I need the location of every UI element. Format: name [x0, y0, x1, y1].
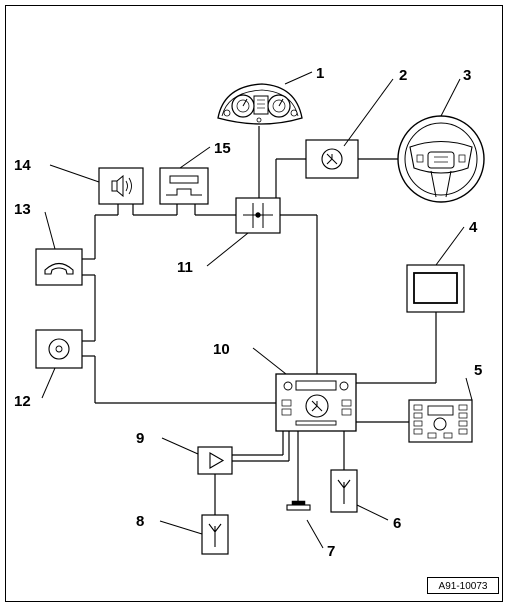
frame-border [5, 5, 503, 602]
callout-3: 3 [463, 67, 471, 84]
callout-4: 4 [469, 219, 478, 236]
radio-head-unit [275, 373, 357, 432]
amplifier [197, 446, 233, 475]
antenna-module-6 [330, 469, 358, 513]
antenna-module-8 [201, 514, 229, 555]
figure-reference: A91-10073 [439, 581, 488, 592]
callout-13: 13 [14, 201, 31, 218]
telephone [35, 248, 83, 286]
callout-10: 10 [213, 341, 230, 358]
figure-reference-box: A91-10073 [427, 577, 499, 594]
steering-column-module [305, 139, 359, 179]
callout-6: 6 [393, 515, 401, 532]
callout-14: 14 [14, 157, 31, 174]
speaker-unit [98, 167, 144, 205]
callout-15: 15 [214, 140, 231, 157]
callout-7: 7 [327, 543, 335, 560]
wiring-lines [82, 126, 437, 515]
callout-9: 9 [136, 430, 144, 447]
callout-labels: 1 2 3 4 5 6 7 8 9 10 11 12 13 14 15 [14, 65, 482, 560]
callout-5: 5 [474, 362, 482, 379]
callout-11: 11 [177, 259, 193, 276]
tuner [159, 167, 209, 205]
microphone [286, 500, 311, 511]
callout-12: 12 [14, 393, 31, 410]
callout-8: 8 [136, 513, 144, 530]
display-unit [406, 264, 465, 313]
data-bus-gateway [235, 197, 281, 234]
steering-wheel [397, 115, 485, 203]
callout-2: 2 [399, 67, 407, 84]
callout-1: 1 [316, 65, 324, 82]
cd-changer [35, 329, 83, 369]
control-panel [408, 399, 473, 443]
callout-leaders [41, 71, 473, 549]
instrument-cluster [217, 83, 303, 125]
